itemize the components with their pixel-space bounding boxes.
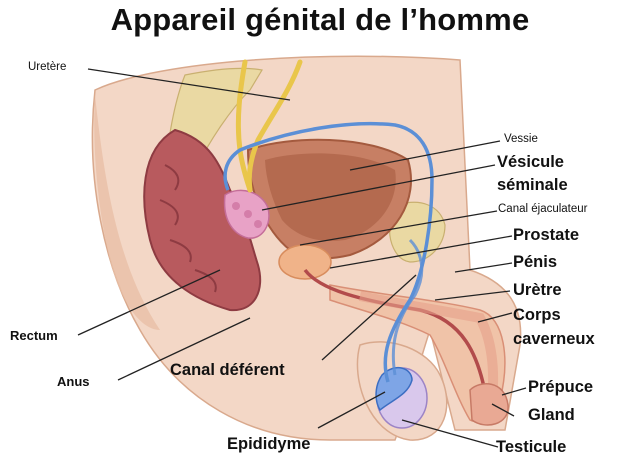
label-uretere: Uretère [28,61,66,74]
label-uretre: Urètre [513,281,562,299]
label-canal-deferent: Canal déférent [170,361,285,379]
glans [470,384,508,425]
label-anus: Anus [57,375,90,390]
label-gland: Gland [528,406,575,424]
label-corps-line2: caverneux [513,330,595,348]
label-prepuce: Prépuce [528,378,593,396]
label-penis: Pénis [513,253,557,271]
label-testicule: Testicule [496,438,566,456]
label-rectum: Rectum [10,329,58,344]
label-vessie: Vessie [504,133,538,146]
prostate-organ [279,245,331,279]
label-corps-line1: Corps [513,306,561,324]
label-canal-ejaculateur: Canal éjaculateur [498,203,588,216]
label-vesicule-line1: Vésicule [497,153,564,171]
label-epididyme: Epididyme [227,435,310,453]
label-prostate: Prostate [513,226,579,244]
label-vesicule-line2: séminale [497,176,568,194]
